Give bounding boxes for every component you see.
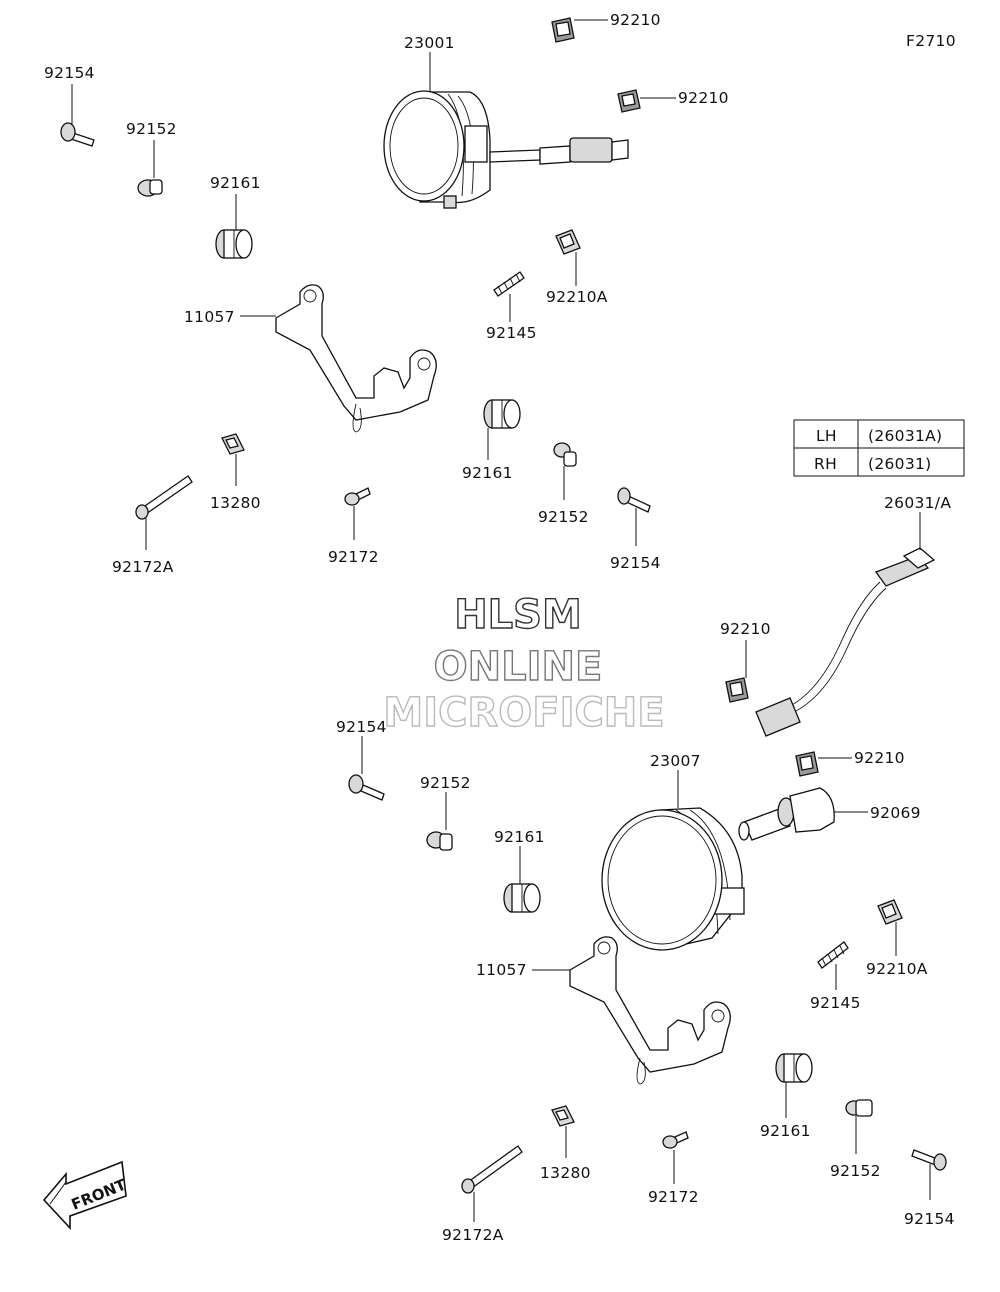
watermark: HLSM ONLINE MICROFICHE <box>383 591 666 736</box>
label-92152-d: 92152 <box>830 1162 881 1180</box>
clip-92210A-b[interactable] <box>877 899 903 925</box>
screw-92172-b[interactable] <box>662 1131 689 1149</box>
table-lh-side: LH <box>816 427 837 445</box>
grommet-92161-a[interactable] <box>215 229 253 259</box>
bolt-92154-a[interactable] <box>60 122 95 147</box>
collar-92152-d[interactable] <box>845 1099 873 1117</box>
collar-92152-a[interactable] <box>137 179 163 197</box>
grommet-92161-b[interactable] <box>483 399 521 429</box>
bolt-92154-c[interactable] <box>348 774 385 801</box>
label-92210A-a: 92210A <box>546 288 608 306</box>
label-92172-a: 92172 <box>328 548 379 566</box>
label-92172A-a: 92172A <box>112 558 174 576</box>
table-rh-part: (26031) <box>868 455 932 473</box>
watermark-line-3: MICROFICHE <box>383 690 664 736</box>
bracket-11057-b[interactable] <box>569 936 731 1085</box>
front-arrow: FRONT <box>42 1160 129 1231</box>
label-92154-b: 92154 <box>610 554 661 572</box>
table-rh-side: RH <box>814 455 837 473</box>
label-92210-top2: 92210 <box>678 89 729 107</box>
headlamp-23001[interactable] <box>383 90 629 209</box>
label-23001: 23001 <box>404 34 455 52</box>
label-92154-a: 92154 <box>44 64 95 82</box>
clip-13280-b[interactable] <box>551 1105 575 1127</box>
watermark-line-1: HLSM <box>454 592 582 638</box>
label-92161-c: 92161 <box>494 828 545 846</box>
label-92161-b: 92161 <box>462 464 513 482</box>
grommet-92161-c[interactable] <box>503 883 541 913</box>
label-92154-c: 92154 <box>336 718 387 736</box>
bolt-92154-b[interactable] <box>617 487 651 513</box>
label-13280-b: 13280 <box>540 1164 591 1182</box>
lamp-table: LH (26031A) RH (26031) <box>793 419 965 477</box>
label-92172A-b: 92172A <box>442 1226 504 1244</box>
label-26031: 26031/A <box>884 494 951 512</box>
label-92154-d: 92154 <box>904 1210 955 1228</box>
label-92161-d: 92161 <box>760 1122 811 1140</box>
clip-92210-top[interactable] <box>551 17 575 43</box>
clip-92210-top2[interactable] <box>617 89 641 113</box>
clip-92210-right[interactable] <box>795 751 819 777</box>
bolt-92172A-a[interactable] <box>135 475 193 520</box>
table-lh-part: (26031A) <box>868 427 942 445</box>
label-92161-a: 92161 <box>210 174 261 192</box>
label-92145-b: 92145 <box>810 994 861 1012</box>
watermark-line-2: ONLINE <box>434 644 603 690</box>
label-92210-right: 92210 <box>854 749 905 767</box>
clip-92210A-a[interactable] <box>555 229 581 255</box>
label-13280-a: 13280 <box>210 494 261 512</box>
label-23007: 23007 <box>650 752 701 770</box>
grommet-92161-d[interactable] <box>775 1053 813 1083</box>
figure-code: F2710 <box>906 32 956 50</box>
label-92152-c: 92152 <box>420 774 471 792</box>
label-11057-a: 11057 <box>184 308 235 326</box>
collar-92152-b[interactable] <box>553 442 577 467</box>
label-92210-top1: 92210 <box>610 11 661 29</box>
clip-92210-mid[interactable] <box>725 677 749 703</box>
label-11057-b: 11057 <box>476 961 527 979</box>
bulb-92069[interactable] <box>738 787 835 841</box>
spring-92145-b[interactable] <box>817 941 849 969</box>
spring-92145-a[interactable] <box>493 271 525 297</box>
label-92145-a: 92145 <box>486 324 537 342</box>
harness-26031[interactable] <box>755 547 936 737</box>
clip-13280-a[interactable] <box>221 433 245 455</box>
label-92172-b: 92172 <box>648 1188 699 1206</box>
label-92210-mid: 92210 <box>720 620 771 638</box>
label-92210A-b: 92210A <box>866 960 928 978</box>
bolt-92154-d[interactable] <box>911 1149 947 1171</box>
label-92069: 92069 <box>870 804 921 822</box>
label-92152-b: 92152 <box>538 508 589 526</box>
collar-92152-c[interactable] <box>426 831 453 851</box>
headlamp-23007[interactable] <box>601 807 745 951</box>
bracket-11057-a[interactable] <box>275 284 437 433</box>
label-92152-a: 92152 <box>126 120 177 138</box>
screw-92172-a[interactable] <box>344 487 371 506</box>
bolt-92172A-b[interactable] <box>461 1145 523 1194</box>
